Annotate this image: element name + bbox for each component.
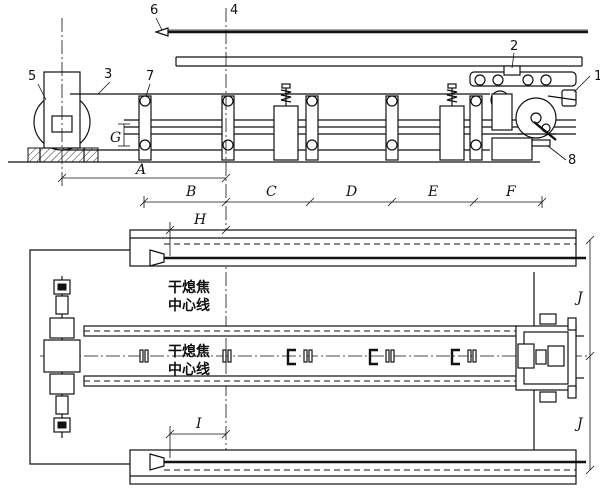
label-g: G xyxy=(110,130,121,146)
label-b: B xyxy=(185,184,196,200)
pulley-columns xyxy=(138,95,483,161)
label-part-5: 5 xyxy=(28,69,36,84)
label-part-6: 6 xyxy=(150,3,158,18)
upper-rail xyxy=(154,27,588,37)
label-f: F xyxy=(505,184,517,200)
bottom-track xyxy=(129,449,586,485)
note-top-line1: 干熄焦 xyxy=(168,279,210,296)
dim-g: G xyxy=(110,123,130,147)
elevation-view: G 1 2 3 4 5 6 7 8 A xyxy=(8,3,600,486)
label-h: H xyxy=(193,212,207,228)
dim-h: H xyxy=(165,212,231,256)
beam-brackets xyxy=(139,348,477,366)
centerline-notes: 干熄焦 中心线 干熄焦 中心线 xyxy=(168,279,210,378)
tension-head xyxy=(469,65,577,161)
guide-tube xyxy=(175,56,583,67)
carriage-plan xyxy=(515,313,584,403)
label-c: C xyxy=(266,184,277,200)
label-j-bottom: J xyxy=(574,416,584,432)
label-part-3: 3 xyxy=(104,67,112,82)
note-top-line2: 中心线 xyxy=(168,297,210,314)
label-e: E xyxy=(427,184,438,200)
central-beams xyxy=(40,325,590,387)
dim-chain: B C D E F xyxy=(139,184,547,208)
frame-left xyxy=(29,249,130,465)
label-a: A xyxy=(134,162,146,178)
label-part-4: 4 xyxy=(230,3,238,18)
note-mid-line1: 干熄焦 xyxy=(168,343,210,360)
label-part-1: 1 xyxy=(594,69,600,84)
label-part-7: 7 xyxy=(146,69,154,84)
plan-view: H I J J 干熄焦 中心线 干熄焦 中心线 xyxy=(29,212,595,485)
label-j-top: J xyxy=(574,290,584,306)
label-part-2: 2 xyxy=(510,39,518,54)
dim-j: J J xyxy=(574,235,595,475)
label-part-8: 8 xyxy=(568,153,576,168)
note-mid-line2: 中心线 xyxy=(168,361,210,378)
label-i: I xyxy=(195,416,202,432)
label-d: D xyxy=(345,184,357,200)
part-labels: 1 2 3 4 5 6 7 8 xyxy=(28,3,600,168)
dim-i: I xyxy=(165,416,231,458)
dim-a: A xyxy=(57,162,231,183)
spring-supports xyxy=(273,83,465,161)
top-track xyxy=(129,229,586,267)
winch-plan xyxy=(43,276,81,438)
